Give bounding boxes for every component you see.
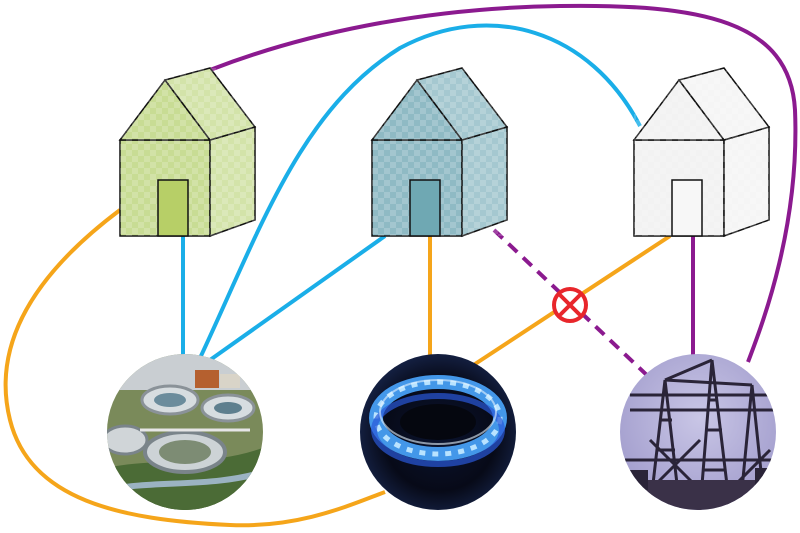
house-middle-side-wall — [461, 126, 508, 238]
connections — [3, 3, 798, 528]
connection-house-left-gas — [3, 208, 386, 528]
electrical-substation-icon — [620, 354, 776, 510]
connection-house-middle-water — [208, 234, 387, 362]
house-right-side-wall — [723, 126, 770, 238]
house-left — [118, 67, 257, 238]
house-middle — [370, 67, 509, 238]
house-middle-door — [409, 179, 441, 237]
water-treatment-plant-icon — [107, 354, 263, 510]
gas-burner-flame-icon — [360, 354, 516, 510]
house-right-door — [671, 179, 703, 237]
house-left-side-wall — [209, 126, 256, 238]
connection-house-left-electricity — [209, 3, 798, 363]
house-right — [632, 67, 771, 238]
house-left-door — [157, 179, 189, 237]
connection-house-right-water — [198, 23, 642, 359]
cross-circle-icon — [552, 287, 588, 323]
